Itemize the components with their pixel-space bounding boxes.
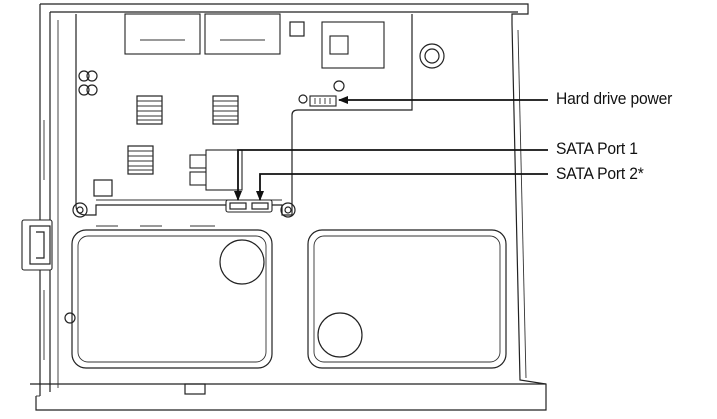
leader-sata-port-1 [234, 149, 548, 201]
sata-ports [225, 199, 273, 213]
side-latch [21, 219, 53, 271]
hard-drive-power-connector [309, 95, 337, 107]
heatsink-left [136, 95, 163, 125]
label-sata-port-1: SATA Port 1 [556, 139, 638, 158]
small-chip [93, 179, 113, 197]
label-sata-port-2: SATA Port 2* [556, 164, 644, 183]
drive-bay-right [307, 229, 507, 369]
heatsink-right [212, 95, 239, 125]
leader-sata-port-2 [256, 173, 548, 201]
standoff [64, 312, 76, 324]
rear-connectors [124, 13, 445, 69]
capacitors [78, 70, 345, 104]
chassis-outline [30, 3, 547, 411]
heatsink-lower [127, 145, 154, 175]
label-hard-drive-power: Hard drive power [556, 89, 673, 108]
drive-bay-left [71, 225, 273, 369]
cable-header-block [189, 149, 243, 191]
